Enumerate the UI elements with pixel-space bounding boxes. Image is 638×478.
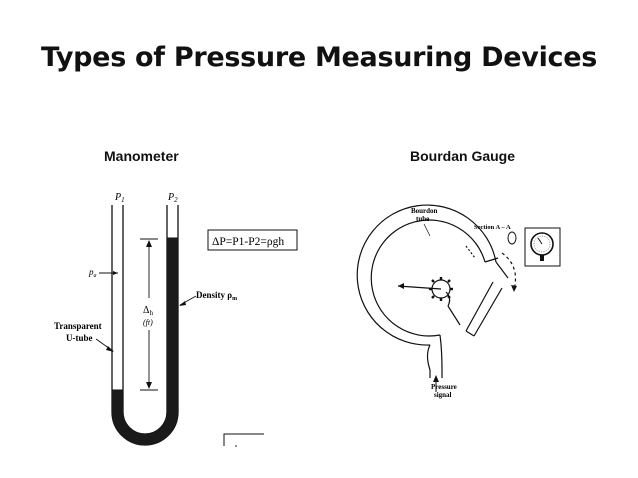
manometer-fluid xyxy=(112,238,178,445)
p2-label: P2 xyxy=(167,192,178,204)
p1-label: P1 xyxy=(114,192,125,204)
pa-label: pa xyxy=(88,267,97,279)
density-label: Density ρm xyxy=(196,290,237,302)
section-label: Section A – A xyxy=(474,224,511,231)
corner-mark xyxy=(223,433,264,446)
section-shape xyxy=(507,231,517,245)
pressure-signal-label-1: Pressure xyxy=(431,383,457,391)
pressure-gauge-icon xyxy=(524,227,561,267)
equation-text: ΔP=P1-P2=ρgh xyxy=(212,236,284,248)
bourdon-tube-label-1: Bourdon xyxy=(411,207,438,215)
delta-h-unit: (ft) xyxy=(143,318,153,327)
utube-label: U-tube xyxy=(66,333,93,343)
transparent-label: Transparent xyxy=(54,321,102,331)
pressure-signal-label-2: signal xyxy=(434,391,452,399)
equation-box xyxy=(207,229,298,251)
delta-h-label: Δh xyxy=(143,305,153,317)
manometer-heading: Manometer xyxy=(104,148,179,164)
gear-icon xyxy=(429,277,453,301)
bourdon-heading: Bourdan Gauge xyxy=(410,148,516,164)
bourdon-tube-label-2: tube xyxy=(416,215,429,223)
slide-title: Types of Pressure Measuring Devices xyxy=(40,42,598,73)
